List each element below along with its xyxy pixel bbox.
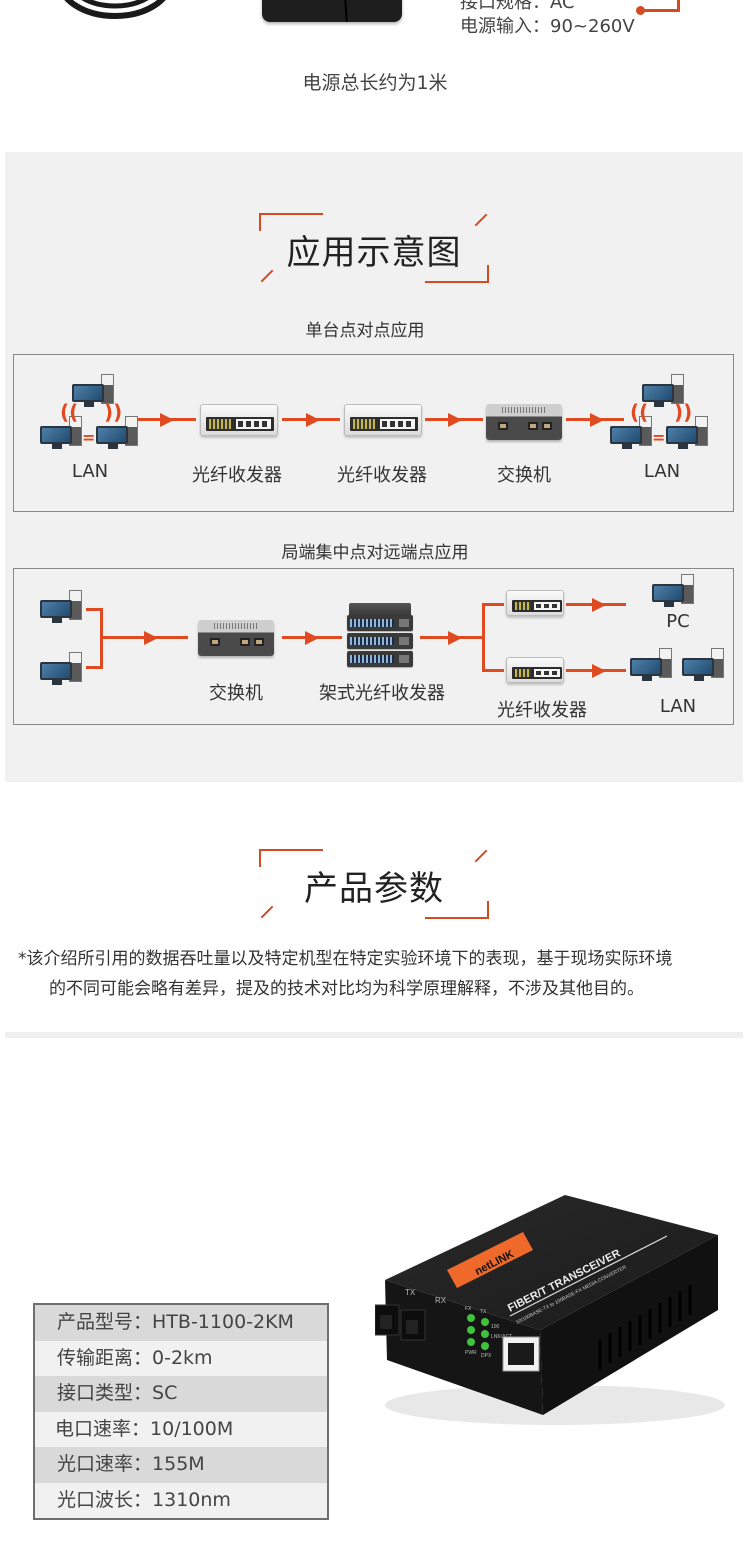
param-value: SC	[152, 1382, 178, 1404]
disclaimer-line-2: 的不同可能会略有差异，提及的技术对比均为科学原理解释，不涉及其他目的。	[49, 979, 644, 999]
disclaimer-line-1: *该介绍所引用的数据吞吐量以及特定机型在特定实验环境下的表现，基于现场实际环境	[18, 949, 673, 969]
cable-length-note: 电源总长约为1米	[302, 72, 448, 94]
diagram1-subtitle: 单台点对点应用	[305, 321, 425, 341]
param-label: 光口速率：	[57, 1453, 153, 1475]
power-input-spec: 电源输入：90~260V	[460, 16, 635, 37]
flow-line	[482, 669, 504, 672]
param-label: 传输距离：	[57, 1346, 153, 1369]
arrow-head-icon	[160, 413, 174, 427]
svg-text:TX: TX	[480, 1309, 487, 1315]
svg-text:100: 100	[491, 1324, 500, 1330]
arrow-head-icon	[448, 631, 462, 645]
param-row: 光口波长：1310nm	[35, 1483, 327, 1519]
param-label: 光口波长：	[57, 1488, 153, 1511]
application-title-frame: 应用示意图	[259, 213, 489, 283]
arrow-head-icon	[590, 413, 604, 427]
flow-line	[482, 603, 504, 606]
fiber-transceiver-icon	[200, 404, 278, 436]
arrow-head-icon	[305, 631, 319, 645]
diagram2-node-label: 架式光纤收发器	[319, 683, 445, 704]
computer-icon	[630, 648, 672, 682]
rack-transceiver-icon	[347, 603, 413, 667]
application-title: 应用示意图	[286, 233, 462, 273]
param-value: 0-2km	[152, 1346, 213, 1369]
diagram1-node-label: LAN	[643, 461, 681, 482]
param-value: HTB-1100-2KM	[152, 1311, 294, 1333]
computer-icon	[40, 652, 82, 686]
diagram2-node-label: 交换机	[209, 683, 263, 704]
computer-icon	[40, 590, 82, 624]
params-table: 产品型号：HTB-1100-2KM 传输距离：0-2km 接口类型：SC 电口速…	[33, 1303, 329, 1520]
lan-computers-icon: (( )) =	[608, 372, 708, 457]
svg-text:LNK/ACT: LNK/ACT	[491, 1334, 512, 1340]
param-value: 155M	[152, 1453, 205, 1475]
svg-text:PWR: PWR	[465, 1350, 477, 1356]
section-divider	[5, 1032, 743, 1038]
svg-text:RX: RX	[435, 1296, 447, 1305]
diagram2-subtitle: 局端集中点对远端点应用	[281, 543, 469, 563]
diagram1-node-label: LAN	[71, 461, 109, 482]
diagram2-node-label: PC	[666, 611, 690, 632]
svg-text:FX: FX	[465, 1306, 472, 1312]
param-row: 产品型号：HTB-1100-2KM	[35, 1305, 327, 1341]
svg-text:TX: TX	[405, 1288, 416, 1297]
params-title-frame: 产品参数	[259, 849, 489, 919]
arrow-head-icon	[306, 413, 320, 427]
switch-icon	[198, 620, 274, 656]
svg-text:DPX: DPX	[481, 1353, 492, 1359]
fiber-transceiver-icon	[506, 657, 564, 683]
diagram1-node-label: 光纤收发器	[337, 465, 427, 486]
switch-icon	[486, 404, 562, 440]
param-value: 10/100M	[150, 1417, 234, 1440]
param-value: 1310nm	[152, 1488, 231, 1511]
diagram2-node-label: 光纤收发器	[497, 700, 587, 721]
computer-icon	[682, 648, 724, 682]
param-label: 产品型号：	[57, 1311, 153, 1333]
flow-line	[86, 608, 102, 611]
flow-line	[482, 603, 485, 671]
flow-line	[86, 666, 102, 669]
diagram2-node-label: LAN	[659, 696, 697, 717]
interface-spec: 接口规格：AC	[460, 0, 575, 13]
params-title: 产品参数	[304, 869, 444, 909]
param-row: 光口速率：155M	[35, 1447, 327, 1483]
arrow-head-icon	[592, 598, 606, 612]
lan-computers-icon: (( )) =	[38, 372, 138, 457]
power-adapter-image	[262, 0, 402, 22]
param-label: 电口速率：	[55, 1417, 151, 1440]
callout-dot	[636, 6, 645, 15]
param-row: 电口速率：10/100M	[35, 1412, 327, 1448]
fiber-transceiver-icon	[506, 590, 564, 616]
power-cable-image	[64, 0, 166, 19]
diagram1-node-label: 交换机	[497, 465, 551, 486]
diagram1-node-label: 光纤收发器	[192, 465, 282, 486]
flow-line	[100, 608, 103, 669]
arrow-head-icon	[144, 631, 158, 645]
fiber-transceiver-icon	[344, 404, 422, 436]
param-row: 接口类型：SC	[35, 1376, 327, 1412]
callout-line	[640, 0, 680, 12]
param-label: 接口类型：	[57, 1382, 153, 1404]
param-row: 传输距离：0-2km	[35, 1341, 327, 1377]
computer-icon	[652, 574, 694, 608]
arrow-head-icon	[592, 664, 606, 678]
fiber-transceiver-product-image: netLINK FIBER/T TRANSCEIVER 10/100BASE-T…	[375, 1195, 725, 1425]
arrow-head-icon	[448, 413, 462, 427]
